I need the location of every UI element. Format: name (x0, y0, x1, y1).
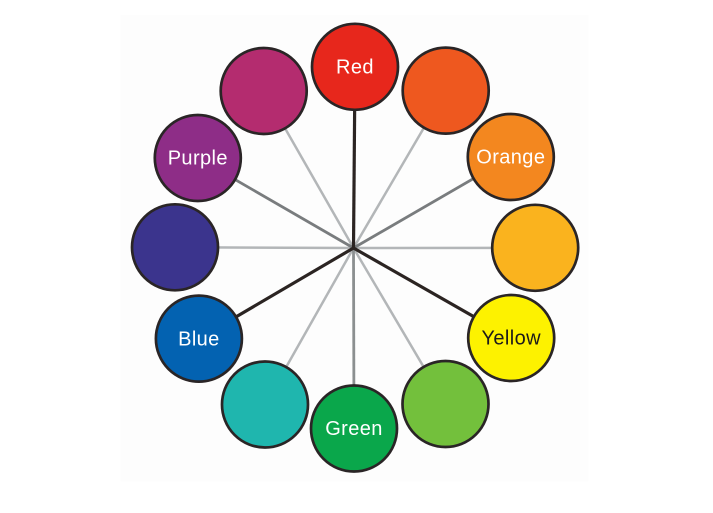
svg-text:Purple: Purple (168, 148, 228, 170)
svg-text:Blue: Blue (178, 328, 220, 350)
svg-text:Orange: Orange (476, 147, 545, 169)
svg-text:Red: Red (336, 57, 374, 79)
svg-text:Green: Green (325, 418, 383, 440)
svg-text:Yellow: Yellow (481, 328, 541, 350)
